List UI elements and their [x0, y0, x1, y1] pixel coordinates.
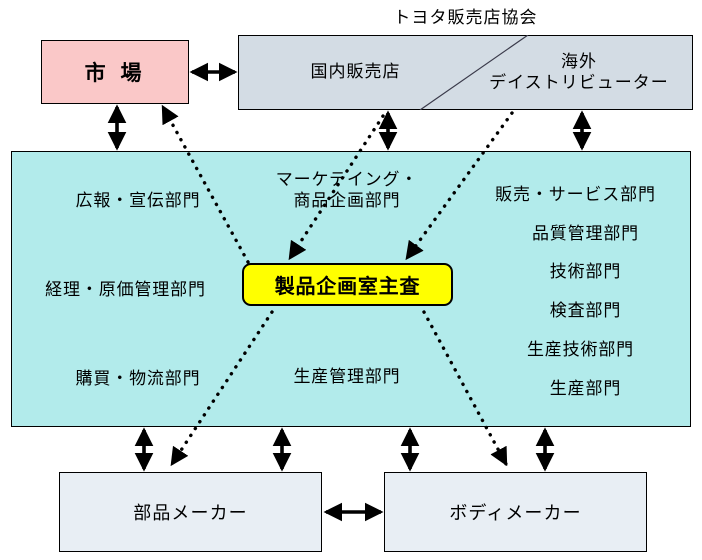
dept-inspection: 検査部門: [549, 301, 622, 321]
dept-purchasing-logistics: 購買・物流部門: [75, 369, 201, 389]
overseas-distributor-label: 海外 デイストリビューター: [468, 35, 690, 110]
dept-production-control: 生産管理部門: [293, 367, 401, 387]
market-label: 市 場: [84, 61, 146, 85]
dept-production-engineering: 生産技術部門: [526, 340, 635, 360]
dept-production: 生産部門: [549, 379, 622, 399]
chief-engineer-label: 製品企画室主査: [274, 274, 421, 298]
overseas-distributor-line2: デイストリビューター: [489, 72, 669, 93]
overseas-distributor-line1: 海外: [560, 52, 598, 73]
body-maker-label: ボディメーカー: [449, 503, 582, 524]
parts-maker-label: 部品メーカー: [133, 503, 248, 524]
market-box: 市 場: [41, 40, 189, 104]
dept-sales-service: 販売・サービス部門: [495, 185, 656, 205]
body-maker-box: ボディメーカー: [384, 472, 647, 552]
parts-maker-box: 部品メーカー: [59, 472, 322, 552]
dept-public-relations: 広報・宣伝部門: [75, 191, 201, 211]
dept-quality-control: 品質管理部門: [531, 224, 640, 244]
dept-accounting-cost: 経理・原価管理部門: [45, 280, 206, 300]
chief-engineer-box: 製品企画室主査: [242, 263, 453, 306]
dept-marketing-line1: マーケテイング・: [275, 170, 419, 190]
dept-marketing-line2: 商品企画部門: [293, 191, 401, 212]
dealer-association-title: トヨタ販売店協会: [393, 8, 538, 28]
dept-marketing-product-planning: マーケテイング・ 商品企画部門: [247, 170, 447, 213]
dept-engineering: 技術部門: [549, 262, 622, 282]
domestic-dealer-label: 国内販売店: [310, 62, 401, 83]
